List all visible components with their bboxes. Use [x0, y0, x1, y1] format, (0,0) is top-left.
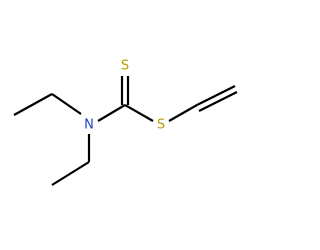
bond-ch-ch2-double-2	[198, 91, 238, 112]
bond-ch2-ch3-lower	[51, 161, 90, 186]
bond-s-ch	[168, 104, 198, 122]
structure-canvas: N S S	[13, 59, 238, 186]
atom-n: N	[84, 118, 94, 133]
molecule-diagram: N S S	[13, 59, 238, 186]
bond-c-s-single	[124, 104, 154, 122]
bond-n-c	[97, 104, 126, 122]
bond-ch3-ch2-upper	[13, 93, 53, 116]
bond-ch-ch2-double-1	[196, 85, 236, 106]
atom-s-thione: S	[121, 59, 129, 74]
atom-s-thioether: S	[157, 118, 165, 133]
bond-ch2-n-upper	[51, 93, 82, 115]
